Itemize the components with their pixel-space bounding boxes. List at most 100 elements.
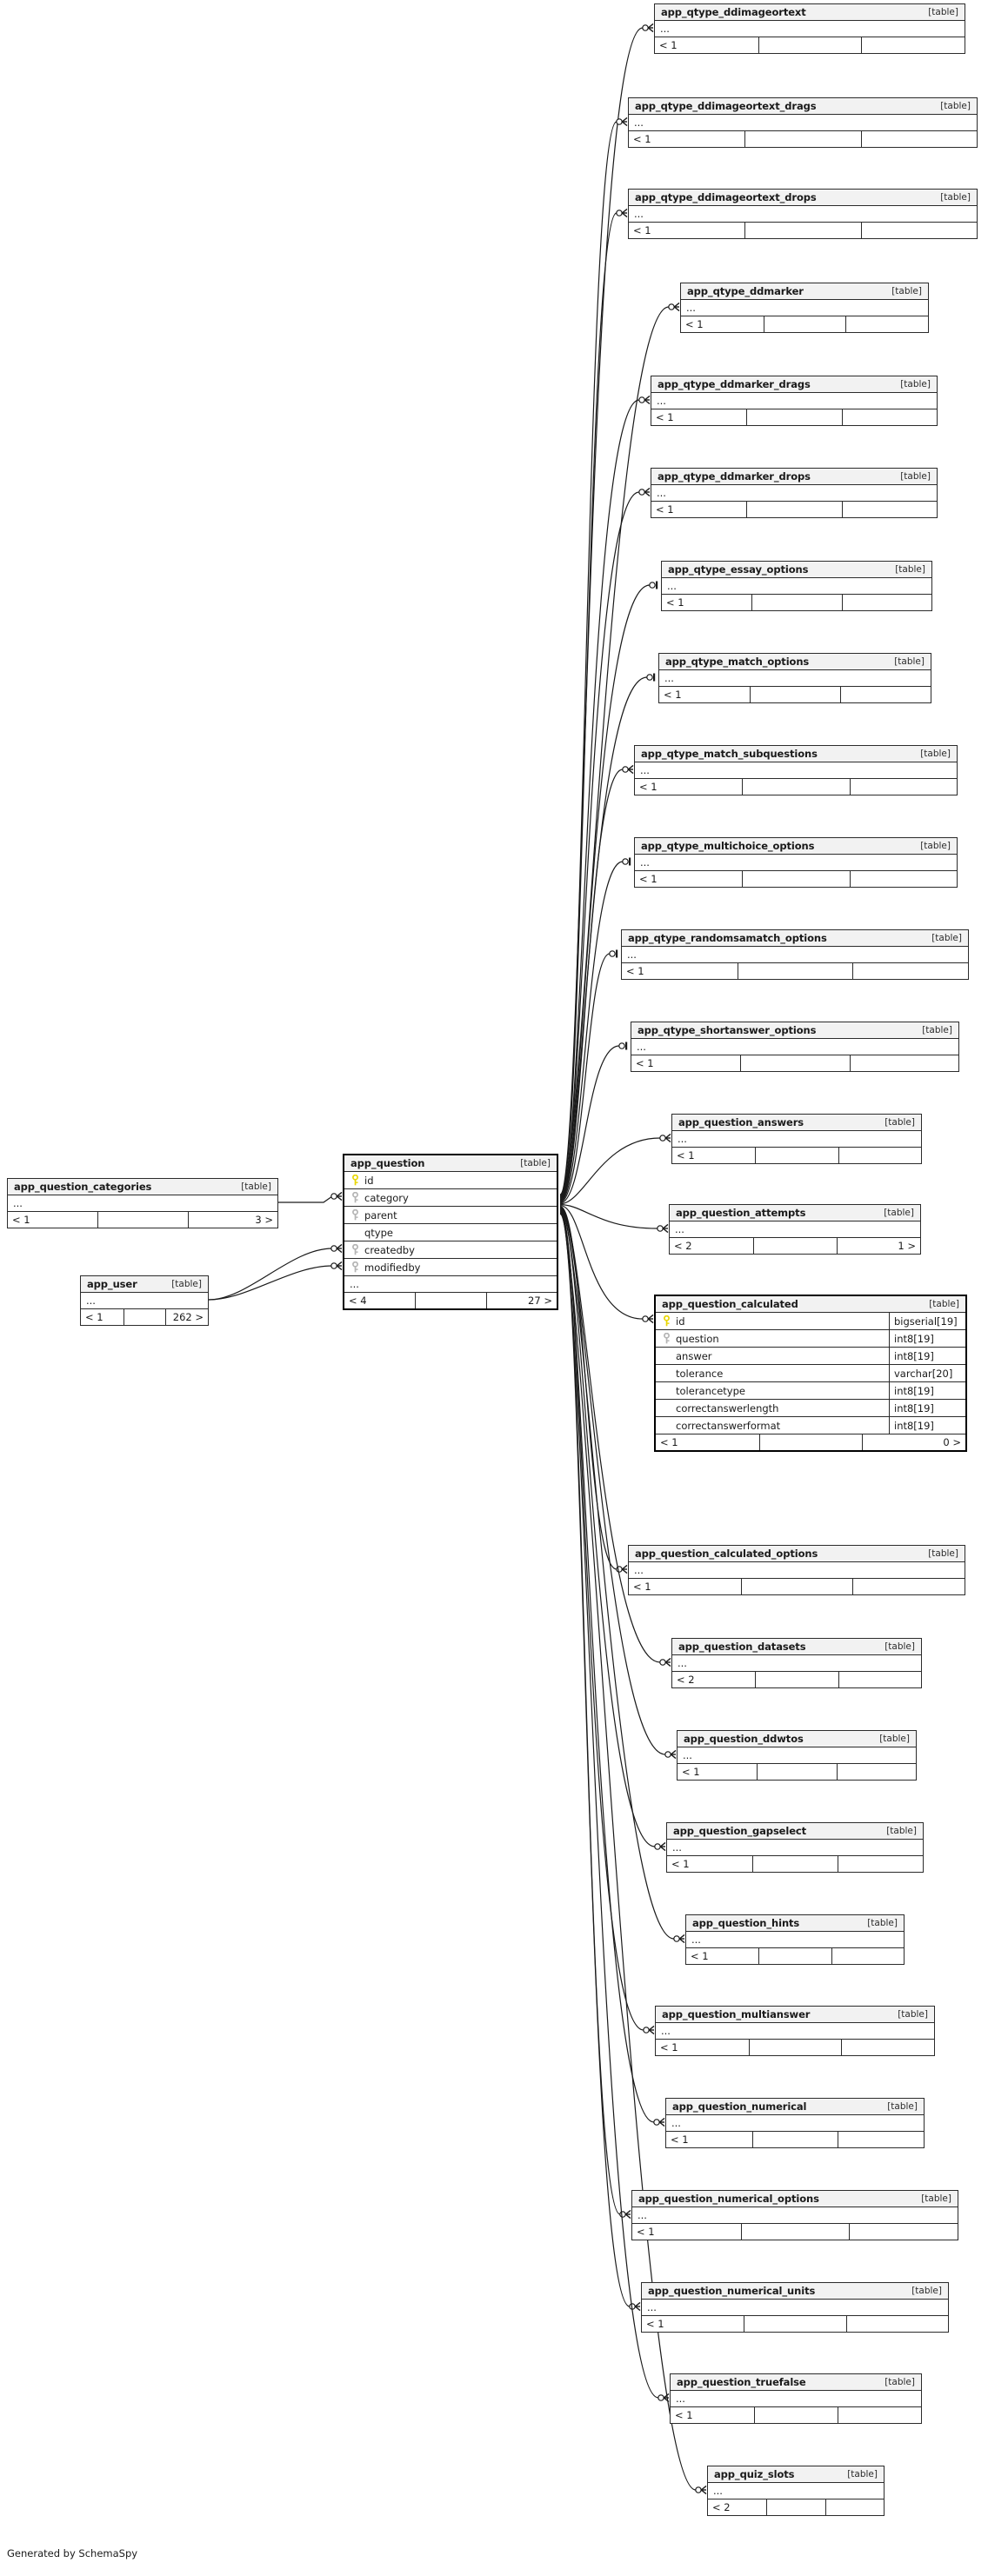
column-label: qtype (364, 1226, 393, 1239)
no-key-spacer (661, 1420, 672, 1431)
footer-middle-cell (740, 1055, 849, 1071)
edge-app_question-to-app_question_attempts (559, 1204, 658, 1229)
table-type-tag: [table] (898, 2008, 928, 2020)
table-node-app_question_gapselect[interactable]: app_question_gapselect[table]...< 1 (666, 1822, 924, 1873)
column-row-id[interactable]: id (344, 1172, 557, 1189)
footer-incoming-count: < 1 (656, 503, 674, 516)
footer-middle-cell (758, 1948, 831, 1964)
table-name: app_question_attempts (676, 1206, 806, 1219)
table-type-tag: [table] (922, 1024, 952, 1035)
table-node-app_question_datasets[interactable]: app_question_datasets[table]...< 2 (671, 1638, 922, 1688)
column-name-cell: id (656, 1315, 889, 1328)
collapsed-columns-row: ... (671, 2391, 921, 2407)
collapsed-columns-row: ... (8, 1195, 277, 1212)
table-footer: < 1 (678, 1764, 916, 1780)
table-name: app_qtype_essay_options (668, 562, 809, 576)
column-row-category[interactable]: category (344, 1189, 557, 1207)
table-node-app_question_numerical[interactable]: app_question_numerical[table]...< 1 (665, 2098, 925, 2148)
table-node-app_qtype_ddmarker_drags[interactable]: app_qtype_ddmarker_drags[table]...< 1 (651, 376, 938, 426)
no-key-spacer (661, 1402, 672, 1414)
one-to-one-connector (618, 1042, 628, 1050)
table-node-app_question_numerical_options[interactable]: app_question_numerical_options[table]...… (631, 2190, 958, 2240)
table-footer: < 1 (631, 1055, 958, 1071)
column-name-cell: parent (344, 1209, 557, 1221)
column-row-createdby[interactable]: createdby (344, 1241, 557, 1259)
table-footer: < 1 (629, 1579, 965, 1594)
edge-app_question-to-app_qtype_ddimageortext_drops (559, 212, 618, 1197)
table-type-tag: [table] (885, 2376, 915, 2387)
table-name: app_qtype_match_options (665, 655, 810, 668)
table-node-app_question_hints[interactable]: app_question_hints[table]...< 1 (685, 1914, 905, 1965)
table-node-app_qtype_match_options[interactable]: app_qtype_match_options[table]...< 1 (658, 653, 931, 703)
table-node-app_question_numerical_units[interactable]: app_question_numerical_units[table]...< … (641, 2282, 949, 2333)
table-node-app_qtype_match_subquestions[interactable]: app_qtype_match_subquestions[table]...< … (634, 745, 958, 795)
table-node-app_question_answers[interactable]: app_question_answers[table]...< 1 (671, 1114, 922, 1164)
footer-outgoing-count (841, 595, 931, 610)
table-type-tag: [table] (847, 2468, 878, 2479)
column-row-qtype[interactable]: qtype (344, 1224, 557, 1241)
crows-foot-connector (664, 1749, 677, 1760)
footer-outgoing-count (845, 316, 928, 332)
table-type-tag: [table] (900, 470, 931, 482)
table-type-tag: [table] (885, 1116, 915, 1128)
footer-outgoing-count: 27 > (485, 1293, 557, 1308)
table-name: app_qtype_shortanswer_options (638, 1023, 817, 1036)
table-node-app_qtype_ddmarker[interactable]: app_qtype_ddmarker[table]...< 1 (680, 283, 929, 333)
table-node-app_qtype_ddmarker_drops[interactable]: app_qtype_ddmarker_drops[table]...< 1 (651, 468, 938, 518)
table-node-app_qtype_multichoice_options[interactable]: app_qtype_multichoice_options[table]...<… (634, 837, 958, 888)
table-header: app_question_datasets[table] (672, 1639, 921, 1655)
table-node-app_question_multianswer[interactable]: app_question_multianswer[table]...< 1 (655, 2006, 935, 2056)
edge-app_question-to-app_question_numerical (559, 1210, 655, 2123)
table-type-tag: [table] (921, 2193, 951, 2204)
footer-middle-cell (755, 1148, 838, 1163)
column-row-parent[interactable]: parent (344, 1207, 557, 1224)
edge-app_question-to-app_question_calculated (559, 1204, 644, 1320)
table-header: app_qtype_match_options[table] (659, 654, 931, 670)
table-node-app_qtype_randomsamatch_options[interactable]: app_qtype_randomsamatch_options[table]..… (621, 929, 969, 980)
collapsed-columns-row: ... (659, 670, 931, 687)
table-type-tag: [table] (241, 1181, 271, 1192)
edge-user-to-question-createdby (208, 1248, 333, 1301)
table-node-app_qtype_ddimageortext_drops[interactable]: app_qtype_ddimageortext_drops[table]...<… (628, 189, 978, 239)
table-node-app_quiz_slots[interactable]: app_quiz_slots[table]...< 2 (707, 2466, 885, 2516)
collapsed-columns-row: ... (666, 2115, 924, 2132)
table-node-app_question_calculated_options[interactable]: app_question_calculated_options[table]..… (628, 1545, 965, 1595)
table-node-app_question_ddwtos[interactable]: app_question_ddwtos[table]...< 1 (677, 1730, 917, 1781)
table-name: app_question_hints (692, 1916, 800, 1929)
table-node-app_qtype_essay_options[interactable]: app_qtype_essay_options[table]...< 1 (661, 561, 932, 611)
crows-foot-connector (643, 2025, 655, 2035)
table-footer: < 1 (686, 1948, 904, 1964)
table-node-app_qtype_shortanswer_options[interactable]: app_qtype_shortanswer_options[table]...<… (631, 1022, 959, 1072)
collapsed-columns-row: ... (678, 1747, 916, 1764)
collapsed-columns-row: ... (629, 115, 977, 131)
table-node-app_question_truefalse[interactable]: app_question_truefalse[table]...< 1 (670, 2373, 922, 2424)
column-row-modifiedby[interactable]: modifiedby (344, 1259, 557, 1276)
table-node-app_qtype_ddimageortext_drags[interactable]: app_qtype_ddimageortext_drags[table]...<… (628, 97, 978, 148)
footer-incoming-count: < 1 (671, 2133, 689, 2146)
no-key-spacer (661, 1350, 672, 1361)
column-type-cell: int8[19] (889, 1330, 965, 1347)
table-footer: < 2 (672, 1672, 921, 1687)
footer-middle-cell (751, 595, 841, 610)
table-type-tag: [table] (920, 840, 951, 851)
table-footer: < 1 (651, 409, 937, 425)
table-footer: < 1 (629, 131, 977, 147)
column-name-cell: question (656, 1333, 889, 1345)
table-node-app_qtype_ddimageortext[interactable]: app_qtype_ddimageortext[table]...< 1 (654, 3, 965, 54)
collapsed-columns-row: ... (672, 1655, 921, 1672)
footer-incoming-count: < 2 (712, 2501, 731, 2513)
